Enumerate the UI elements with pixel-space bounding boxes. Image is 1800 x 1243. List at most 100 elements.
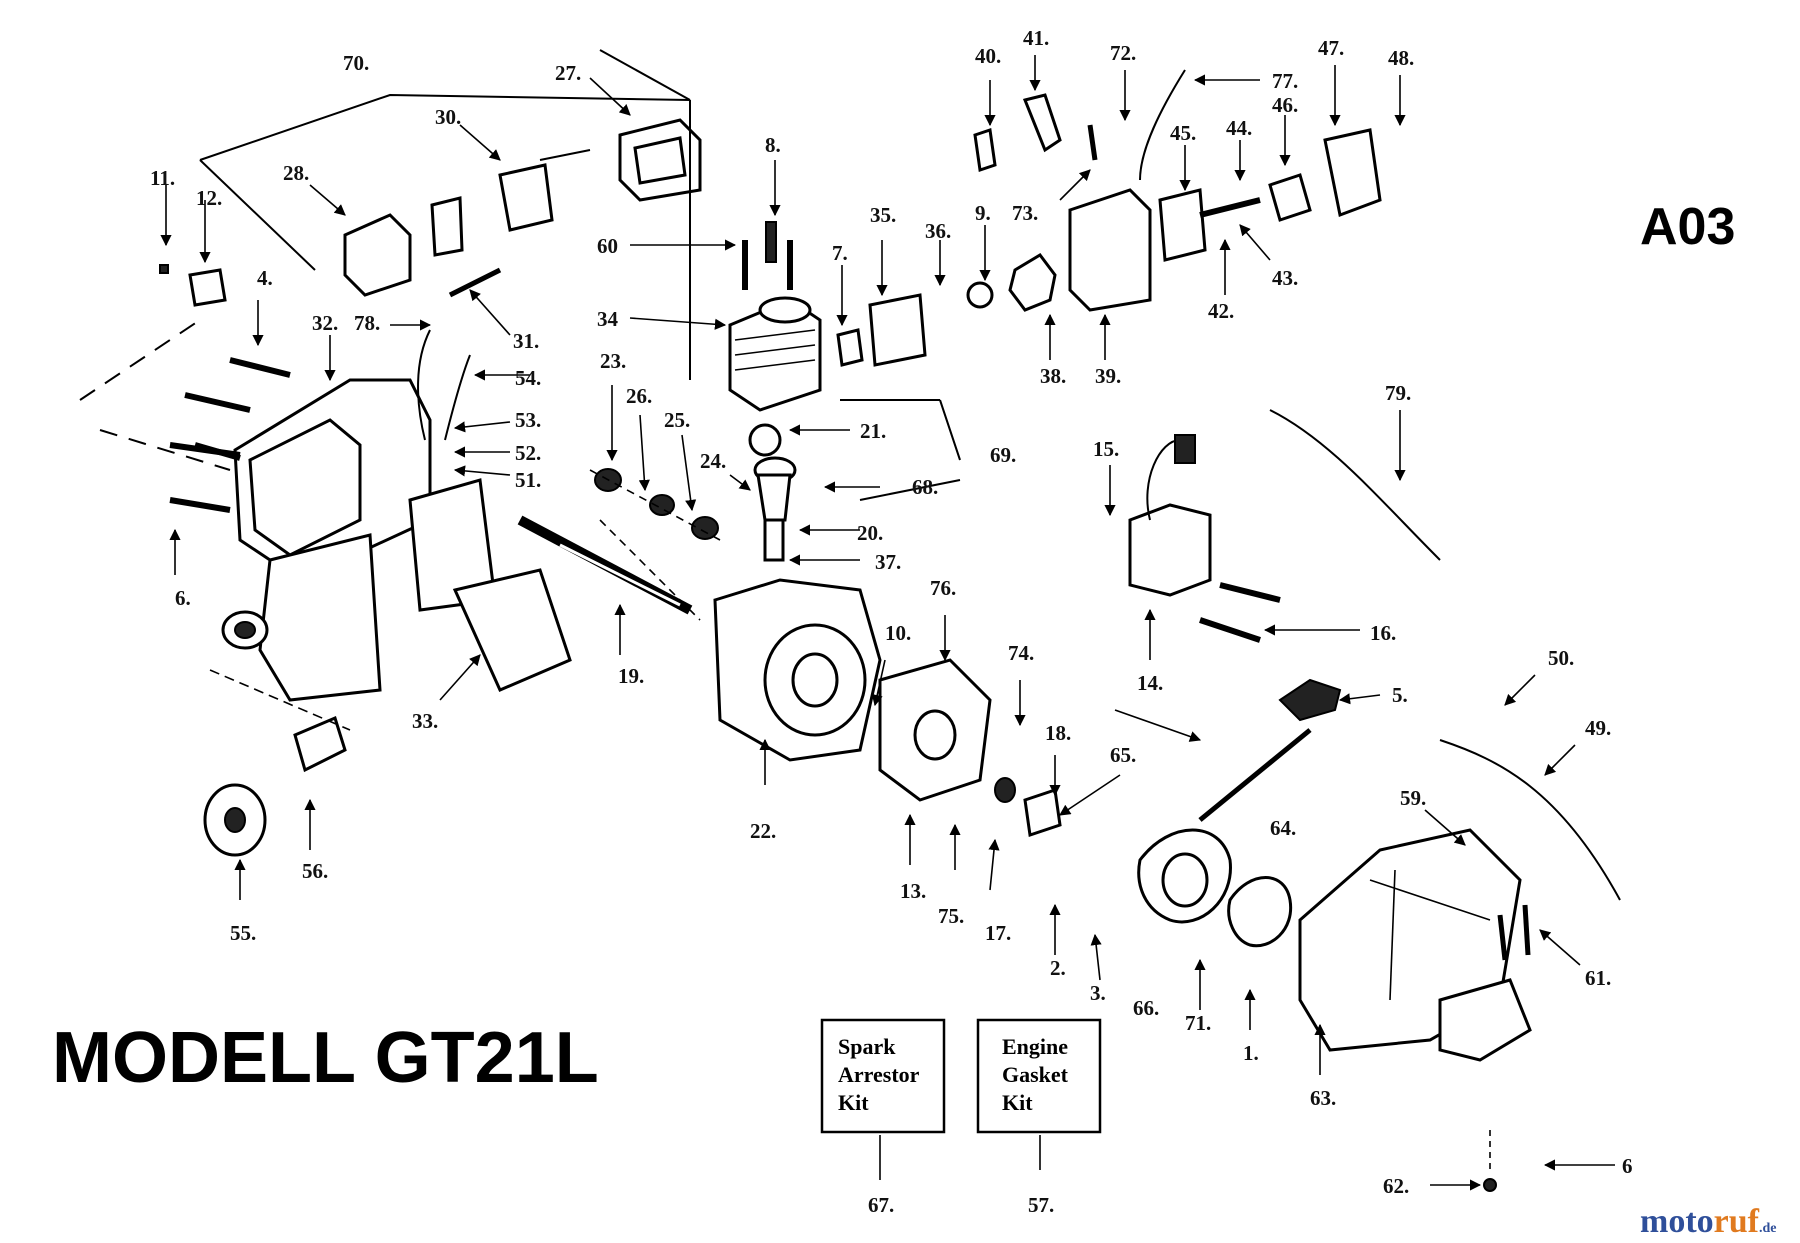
label-51: 51.	[515, 468, 541, 492]
watermark: motoruf.de	[1640, 1203, 1776, 1240]
label-31: 31.	[513, 329, 539, 353]
label-77: 77.	[1272, 69, 1298, 93]
label-25: 25.	[664, 408, 690, 432]
label-78: 78.	[354, 311, 380, 335]
label-45: 45.	[1170, 121, 1196, 145]
label-40: 40.	[975, 44, 1001, 68]
label-11: 11.	[150, 166, 175, 190]
label-76: 76.	[930, 576, 956, 600]
label-6a: 6.	[175, 586, 191, 610]
label-69: 69.	[990, 443, 1016, 467]
label-73: 73.	[1012, 201, 1038, 225]
label-8: 8.	[765, 133, 781, 157]
engine-housing	[79, 319, 693, 857]
crankcase-and-starter	[713, 578, 1621, 1192]
carburetor-group	[973, 69, 1441, 643]
kit-1-line-3: Kit	[838, 1090, 869, 1115]
cylinder-assembly	[589, 100, 1057, 621]
label-4: 4.	[257, 266, 273, 290]
label-33: 33.	[412, 709, 438, 733]
leader-arrows	[160, 55, 1615, 1191]
model-title: MODELL GT21L	[52, 1018, 599, 1098]
label-60: 60	[597, 234, 618, 258]
label-44: 44.	[1226, 116, 1252, 140]
label-18: 18.	[1045, 721, 1071, 745]
label-23: 23.	[600, 349, 626, 373]
label-7: 7.	[832, 241, 848, 265]
kit-1-line-2: Arrestor	[838, 1062, 920, 1087]
spark-arrestor-kit: Spark Arrestor Kit 67.	[820, 1018, 946, 1217]
label-16: 16.	[1370, 621, 1396, 645]
label-68: 68.	[912, 475, 938, 499]
watermark-tld: .de	[1759, 1221, 1777, 1236]
label-17: 17.	[985, 921, 1011, 945]
kit-2-line-2: Gasket	[1002, 1062, 1069, 1087]
label-3: 3.	[1090, 981, 1106, 1005]
label-13: 13.	[900, 879, 926, 903]
label-37: 37.	[875, 550, 901, 574]
kit-1-line-1: Spark	[838, 1034, 896, 1059]
label-49: 49.	[1585, 716, 1611, 740]
label-65: 65.	[1110, 743, 1136, 767]
label-47: 47.	[1318, 36, 1344, 60]
kit-2-line-3: Kit	[1002, 1090, 1033, 1115]
label-27: 27.	[555, 61, 581, 85]
label-63: 63.	[1310, 1086, 1336, 1110]
section-code: A03	[1640, 198, 1735, 256]
watermark-prefix: moto	[1640, 1203, 1714, 1240]
label-42: 42.	[1208, 299, 1234, 323]
label-41: 41.	[1023, 26, 1049, 50]
label-61: 61.	[1585, 966, 1611, 990]
label-24: 24.	[700, 449, 726, 473]
label-79: 79.	[1385, 381, 1411, 405]
label-5: 5.	[1392, 683, 1408, 707]
label-46: 46.	[1272, 93, 1298, 117]
label-72: 72.	[1110, 41, 1136, 65]
label-36: 36.	[925, 219, 951, 243]
label-6b: 6	[1622, 1154, 1633, 1178]
label-74: 74.	[1008, 641, 1034, 665]
label-64: 64.	[1270, 816, 1296, 840]
label-28: 28.	[283, 161, 309, 185]
label-2: 2.	[1050, 956, 1066, 980]
label-19: 19.	[618, 664, 644, 688]
label-53: 53.	[515, 408, 541, 432]
label-10: 10.	[885, 621, 911, 645]
label-12: 12.	[196, 186, 222, 210]
label-9: 9.	[975, 201, 991, 225]
label-52: 52.	[515, 441, 541, 465]
label-75: 75.	[938, 904, 964, 928]
label-50: 50.	[1548, 646, 1574, 670]
label-21: 21.	[860, 419, 886, 443]
label-26: 26.	[626, 384, 652, 408]
label-39: 39.	[1095, 364, 1121, 388]
label-34: 34	[597, 307, 619, 331]
label-55: 55.	[230, 921, 256, 945]
label-59: 59.	[1400, 786, 1426, 810]
label-38: 38.	[1040, 364, 1066, 388]
label-70: 70.	[343, 51, 369, 75]
label-20: 20.	[857, 521, 883, 545]
label-43: 43.	[1272, 266, 1298, 290]
label-14: 14.	[1137, 671, 1163, 695]
label-35: 35.	[870, 203, 896, 227]
watermark-suffix: ruf	[1714, 1203, 1760, 1240]
label-15: 15.	[1093, 437, 1119, 461]
label-54: 54.	[515, 366, 541, 390]
part-labels: 70. 27. 30. 28. 11. 12. 4. 32. 78. 31. 5…	[150, 26, 1633, 1198]
label-22: 22.	[750, 819, 776, 843]
kit-1-ref: 67.	[868, 1193, 894, 1217]
label-30: 30.	[435, 105, 461, 129]
air-filter-group	[159, 49, 702, 307]
label-71: 71.	[1185, 1011, 1211, 1035]
label-66: 66.	[1133, 996, 1159, 1020]
kit-2-line-1: Engine	[1002, 1034, 1068, 1059]
label-62: 62.	[1383, 1174, 1409, 1198]
label-48: 48.	[1388, 46, 1414, 70]
label-32: 32.	[312, 311, 338, 335]
label-56: 56.	[302, 859, 328, 883]
label-1: 1.	[1243, 1041, 1259, 1065]
engine-gasket-kit: Engine Gasket Kit 57.	[976, 1018, 1102, 1217]
kit-2-ref: 57.	[1028, 1193, 1054, 1217]
